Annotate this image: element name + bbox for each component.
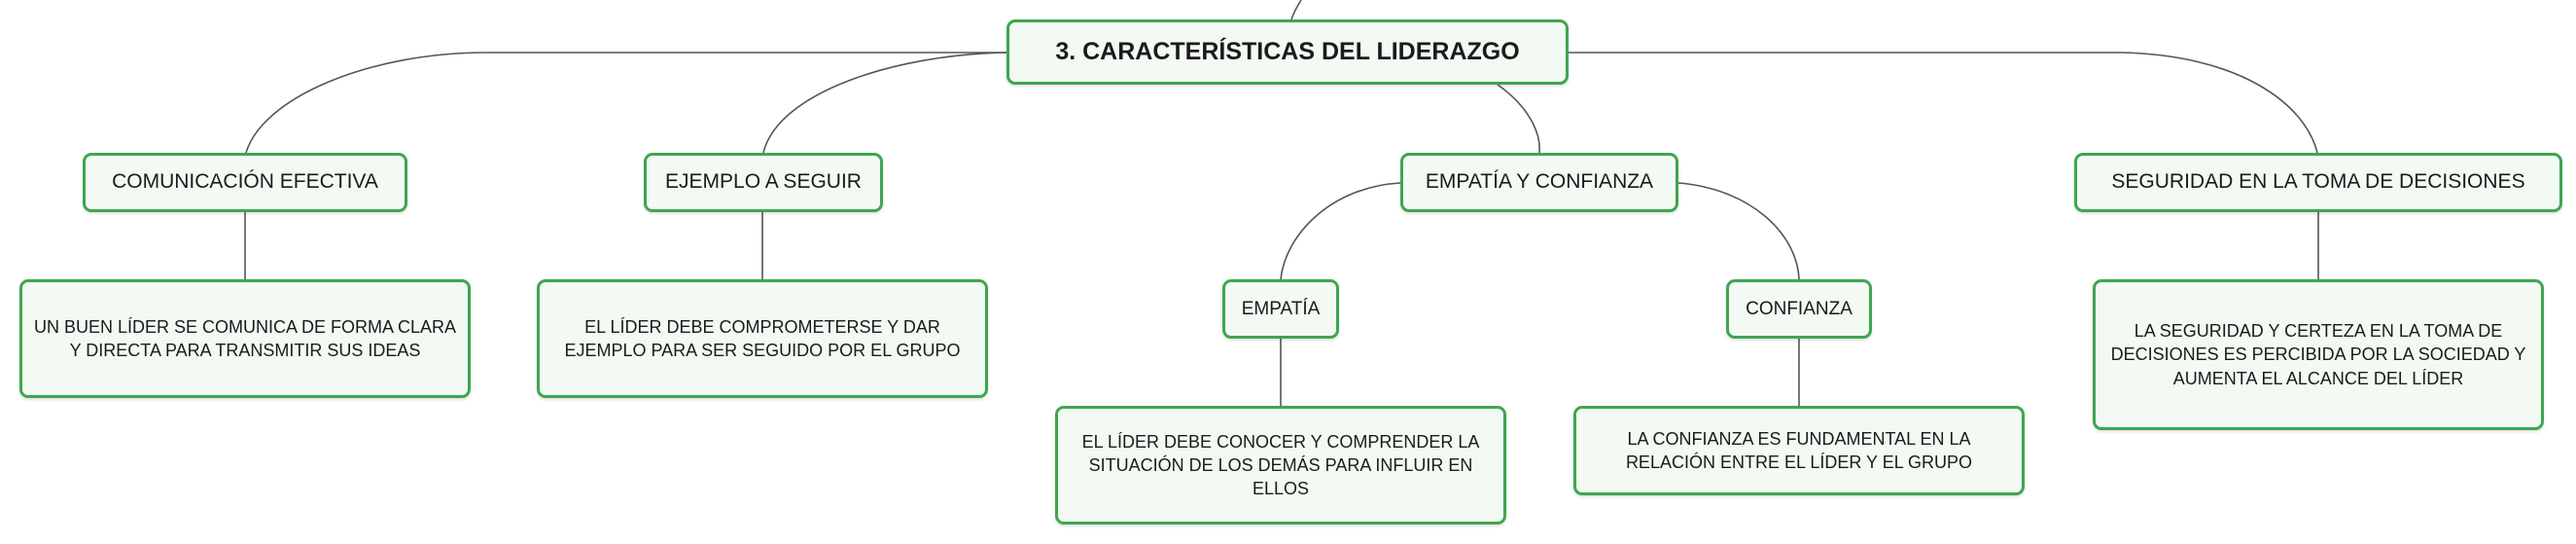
topic-empatia-y-confianza[interactable]: EMPATÍA Y CONFIANZA [1400,153,1678,212]
connector-empatia-confianza-to-empatia [1280,182,1401,280]
detail-text: EL LÍDER DEBE COMPROMETERSE Y DAR EJEMPL… [564,316,961,360]
detail-empatia[interactable]: EL LÍDER DEBE CONOCER Y COMPRENDER LA SI… [1055,406,1506,525]
subtopic-label: CONFIANZA [1746,298,1853,319]
topic-label: EJEMPLO A SEGUIR [665,170,862,194]
root-label: 3. CARACTERÍSTICAS DEL LIDERAZGO [1055,37,1520,65]
topic-comunicacion-efectiva[interactable]: COMUNICACIÓN EFECTIVA [83,153,407,212]
detail-confianza[interactable]: LA CONFIANZA ES FUNDAMENTAL EN LA RELACI… [1573,406,2025,495]
topic-label: COMUNICACIÓN EFECTIVA [112,170,378,194]
topic-seguridad-toma-decisiones[interactable]: SEGURIDAD EN LA TOMA DE DECISIONES [2074,153,2562,212]
detail-comunicacion-efectiva[interactable]: UN BUEN LÍDER SE COMUNICA DE FORMA CLARA… [19,279,471,398]
detail-ejemplo-a-seguir[interactable]: EL LÍDER DEBE COMPROMETERSE Y DAR EJEMPL… [537,279,988,398]
connector-parent-to-root [1290,0,1302,20]
root-node[interactable]: 3. CARACTERÍSTICAS DEL LIDERAZGO [1006,19,1569,85]
subtopic-confianza[interactable]: CONFIANZA [1726,279,1872,339]
connector-root-to-seguridad [1569,52,2318,154]
subtopic-label: EMPATÍA [1241,298,1321,319]
detail-text: LA CONFIANZA ES FUNDAMENTAL EN LA RELACI… [1625,428,1973,472]
topic-label: SEGURIDAD EN LA TOMA DE DECISIONES [2111,170,2525,194]
subtopic-empatia[interactable]: EMPATÍA [1222,279,1339,339]
connector-empatia-confianza-to-confianza [1677,182,1800,280]
connector-root-to-ejemplo [762,52,1007,154]
detail-text: UN BUEN LÍDER SE COMUNICA DE FORMA CLARA… [33,316,457,360]
topic-label: EMPATÍA Y CONFIANZA [1425,170,1654,194]
connector-root-to-empatia-confianza [1497,84,1540,154]
connector-root-to-comunicacion [245,52,1006,154]
detail-seguridad-toma-decisiones[interactable]: LA SEGURIDAD Y CERTEZA EN LA TOMA DE DEC… [2093,279,2544,430]
topic-ejemplo-a-seguir[interactable]: EJEMPLO A SEGUIR [644,153,883,212]
detail-text: LA SEGURIDAD Y CERTEZA EN LA TOMA DE DEC… [2110,321,2526,388]
detail-text: EL LÍDER DEBE CONOCER Y COMPRENDER LA SI… [1081,431,1480,499]
